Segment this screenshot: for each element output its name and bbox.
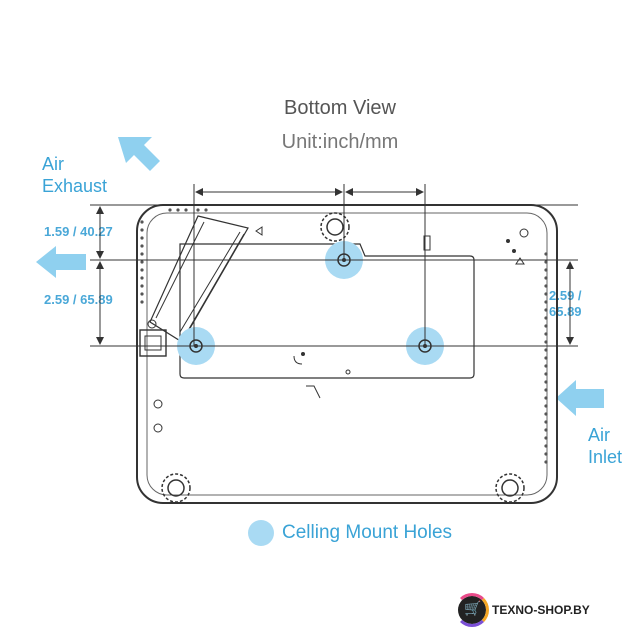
projector-inner-edge [146,212,548,496]
dimension-lines-horizontal [90,204,578,347]
legend-label: Celling Mount Holes [282,522,453,543]
air-inlet-line-2: Inlet [588,447,623,467]
foot-bottom-right [495,473,525,503]
air-inlet-arrow [556,380,604,416]
foot-top [320,212,350,242]
foot-bottom-left [161,473,191,503]
lens-slot [149,215,249,343]
diagram-title: Bottom View [284,97,396,119]
air-inlet-label: Air Inlet [588,424,622,468]
dimension-lines-top [193,184,426,346]
air-exhaust-arrow-diagonal [118,137,160,171]
air-exhaust-line-1: Air [42,154,64,174]
legend-swatch-mount-hole [248,520,274,546]
air-exhaust-line-2: Exhaust [42,176,108,196]
air-inlet-line-1: Air [588,425,610,445]
legend: Celling Mount Holes [248,520,452,546]
inner-panel [179,243,475,379]
cart-logo-icon [455,593,489,627]
dimension-left-top: 1.59 / 40.27 [44,224,113,239]
vent-dots [140,208,548,464]
air-exhaust-label: Air Exhaust [42,153,107,197]
watermark-text: TEXNO-SHOP.BY [492,603,590,617]
air-exhaust-arrow-left [36,246,86,278]
side-knob [139,329,167,357]
dimension-left-bottom: 2.59 / 65.89 [44,292,113,307]
diagram-subtitle: Unit:inch/mm [281,131,399,153]
watermark: TEXNO-SHOP.BY [455,593,590,627]
